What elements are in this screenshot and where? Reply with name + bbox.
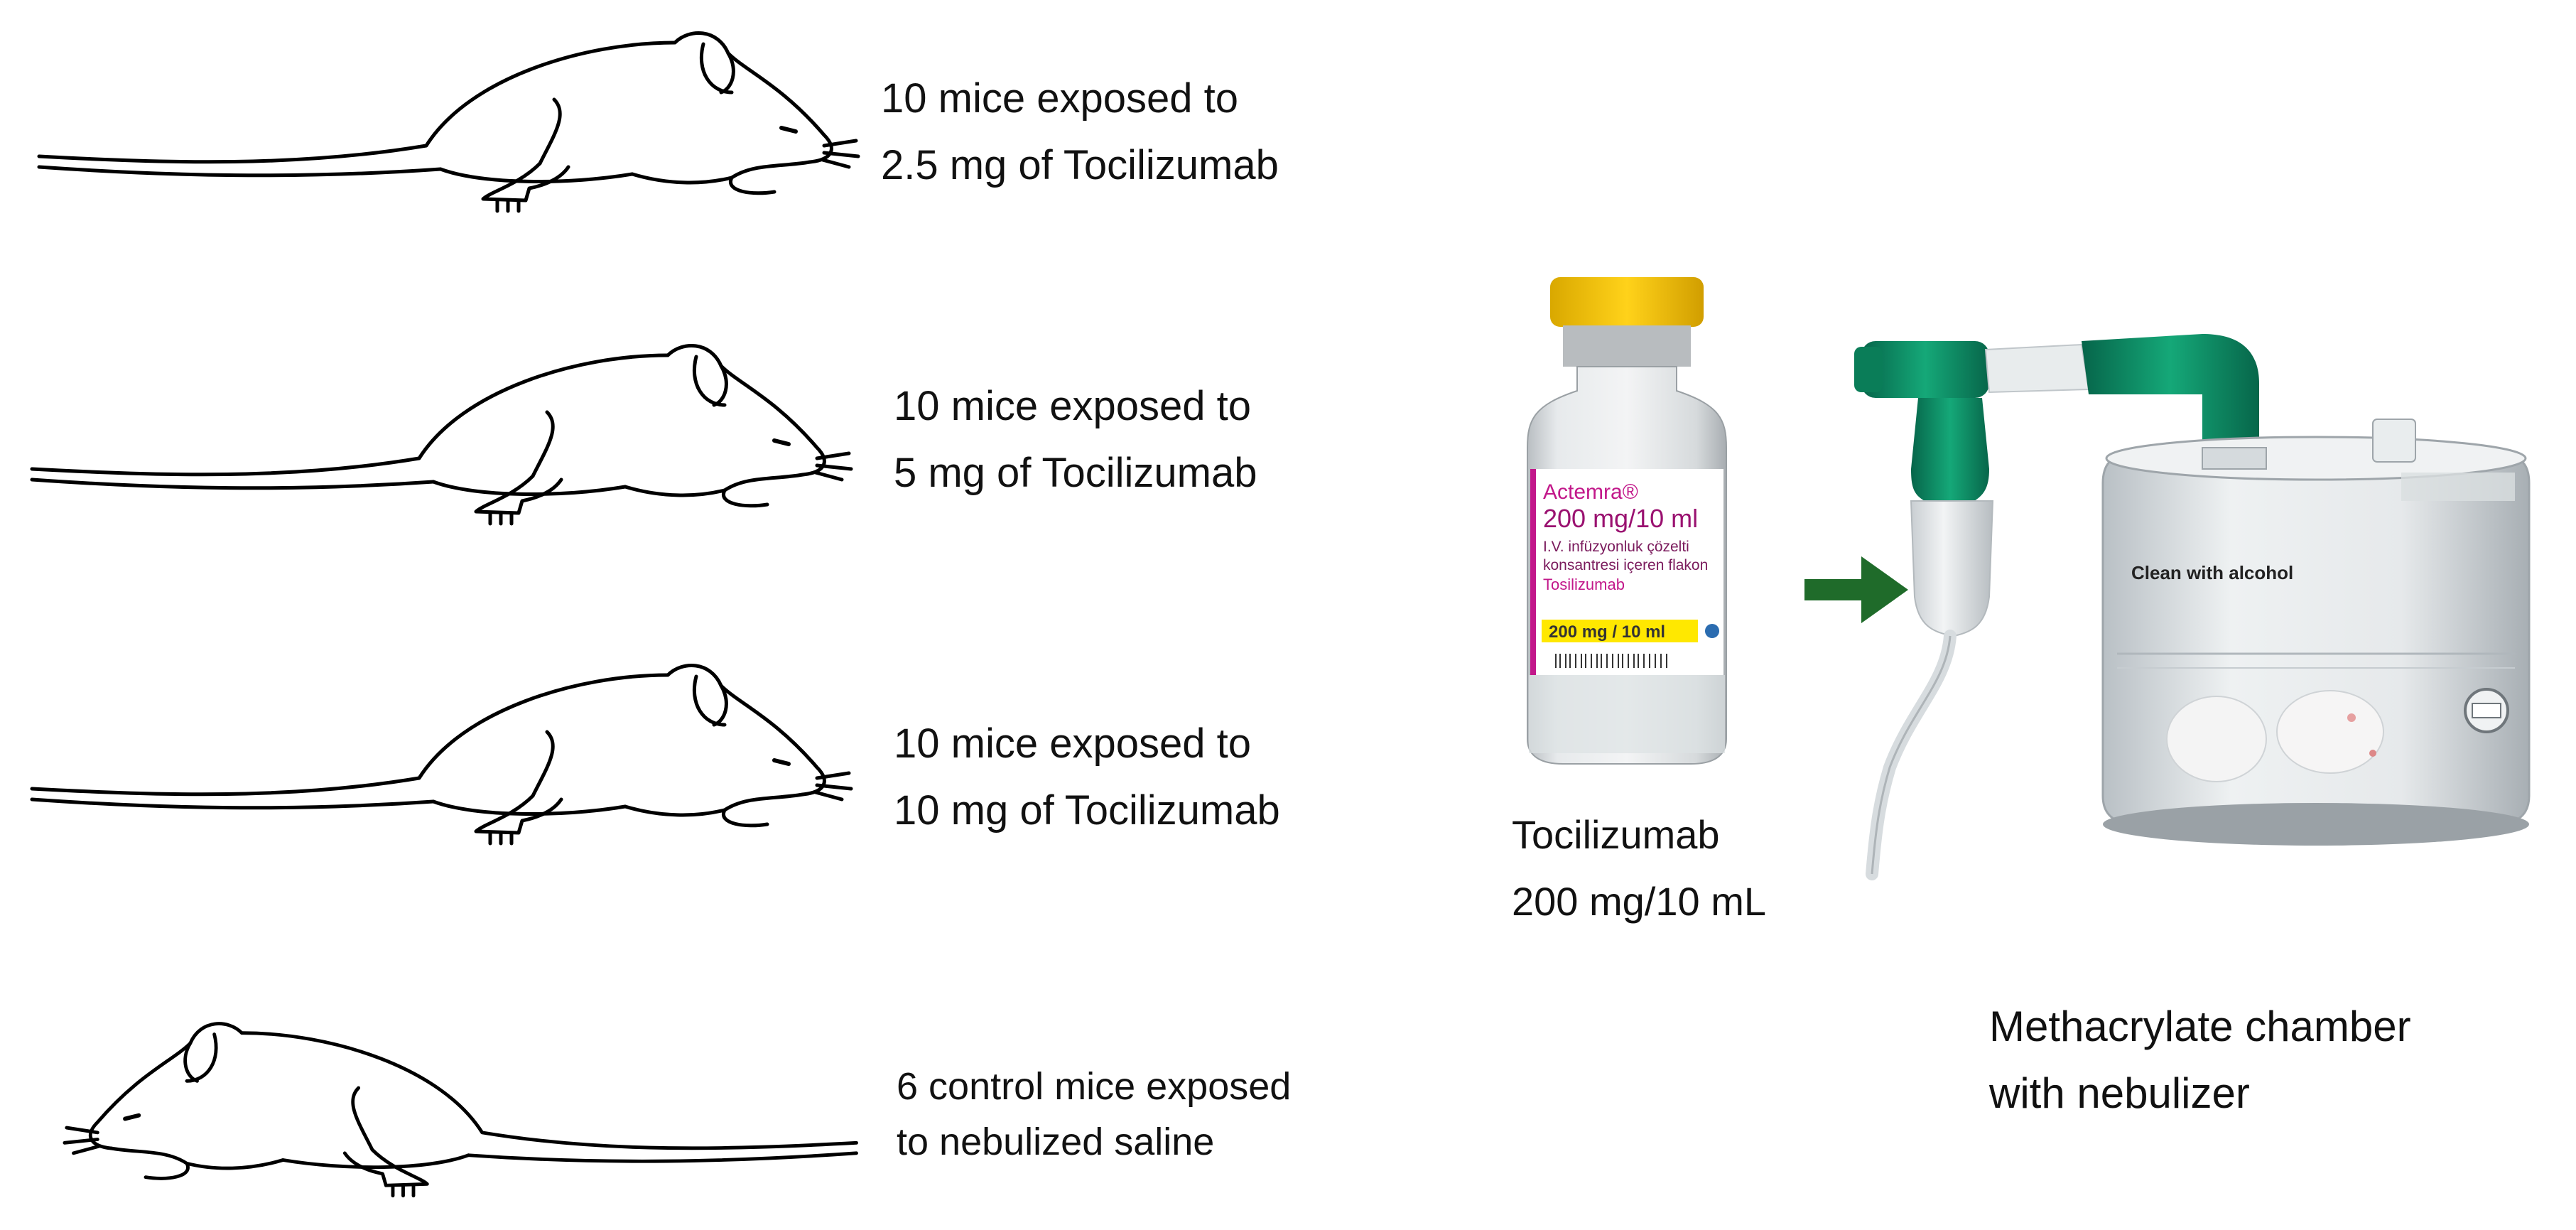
mouse-icon — [30, 664, 853, 846]
mouse-illustration-1 — [28, 14, 881, 227]
mouse-icon — [30, 344, 853, 526]
chamber-knob-grip — [2472, 703, 2501, 718]
group-label-line2: 2.5 mg of Tocilizumab — [881, 142, 1279, 188]
mouse-illustration-3 — [21, 647, 874, 860]
vial-icon: Actemra® 200 mg/10 ml I.V. infüzyonluk ç… — [1527, 277, 1727, 765]
vial-generic: Tosilizumab — [1543, 576, 1625, 593]
mouse-ear-pink — [2347, 713, 2356, 722]
drug-caption-line2: 200 mg/10 mL — [1512, 879, 1766, 924]
chamber-base — [2103, 803, 2529, 846]
mouse-icon — [63, 1022, 858, 1198]
drug-caption: Tocilizumab 200 mg/10 mL — [1512, 802, 1766, 935]
chamber-bracket — [2401, 473, 2515, 501]
mouse-icon — [37, 31, 860, 213]
nebulizer-reservoir — [1910, 500, 1994, 637]
mouse-in-chamber-1 — [2166, 696, 2267, 782]
chamber-caption-line1: Methacrylate chamber — [1989, 1003, 2411, 1050]
vial-liquid — [1529, 675, 1725, 753]
nebulizer-t-piece — [1861, 341, 1989, 398]
mouse-illustration-2 — [21, 327, 874, 540]
vial-strength-band — [1542, 620, 1698, 642]
vial-cap — [1550, 277, 1704, 327]
vial-brand: Actemra® — [1543, 480, 1638, 504]
group-label-line1: 10 mice exposed to — [881, 75, 1238, 122]
mouse-illustration-control — [43, 1002, 867, 1215]
drug-caption-line1: Tocilizumab — [1512, 812, 1720, 857]
group-label-line2: to nebulized saline — [897, 1121, 1215, 1163]
chamber-outlet — [2372, 419, 2416, 463]
mouse-nose-pink — [2369, 750, 2376, 757]
nebulizer-icon: Clean with alcohol — [1854, 334, 2531, 880]
air-tubing-edge — [1871, 635, 1952, 875]
vial-band-text: 200 mg / 10 ml — [1549, 622, 1665, 642]
arrow-right-icon — [1804, 556, 1908, 623]
vial-crimp — [1563, 325, 1691, 367]
green-elbow — [2082, 334, 2259, 462]
group-label-line2: 10 mg of Tocilizumab — [894, 787, 1280, 834]
chamber-clean-label: Clean with alcohol — [2131, 562, 2293, 583]
group-label-line2: 5 mg of Tocilizumab — [894, 450, 1257, 496]
group-label-2-5mg: 10 mice exposed to 2.5 mg of Tocilizumab — [881, 65, 1279, 199]
tocilizumab-vial: Actemra® 200 mg/10 ml I.V. infüzyonluk ç… — [1506, 270, 1748, 767]
nebulizer-cup — [1911, 398, 1989, 505]
clear-connector — [1984, 343, 2090, 394]
group-label-line1: 10 mice exposed to — [894, 721, 1251, 767]
group-label-line1: 10 mice exposed to — [894, 383, 1251, 429]
chamber-caption-line2: with nebulizer — [1989, 1069, 2250, 1117]
flow-arrow — [1804, 551, 1911, 632]
air-tubing — [1866, 630, 1957, 880]
group-label-control: 6 control mice exposed to nebulized sali… — [897, 1059, 1291, 1170]
vial-logo-icon — [1705, 624, 1719, 638]
vial-label-accent — [1530, 469, 1536, 675]
group-label-line1: 6 control mice exposed — [897, 1065, 1292, 1108]
mouse-in-chamber-2 — [2276, 690, 2384, 774]
vial-strength: 200 mg/10 ml — [1543, 504, 1698, 533]
group-label-10mg: 10 mice exposed to 10 mg of Tocilizumab — [894, 711, 1280, 844]
chamber-inlet — [2202, 447, 2267, 470]
nebulizer-port — [1854, 347, 1883, 392]
vial-desc-2: konsantresi içeren flakon — [1543, 557, 1708, 573]
nebulizer-chamber-photo: Clean with alcohol — [1847, 313, 2558, 881]
vial-desc-1: I.V. infüzyonluk çözelti — [1543, 539, 1689, 555]
vial-barcode — [1555, 654, 1667, 668]
chamber-caption: Methacrylate chamber with nebulizer — [1989, 993, 2411, 1127]
group-label-5mg: 10 mice exposed to 5 mg of Tocilizumab — [894, 373, 1257, 507]
